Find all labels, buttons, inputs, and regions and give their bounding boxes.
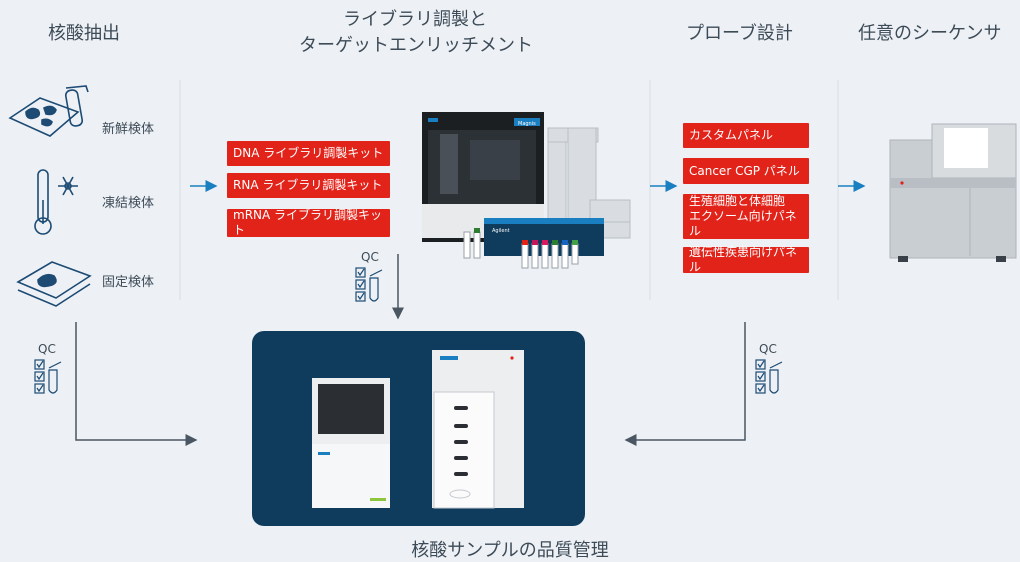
panel-custom: カスタムパネル (683, 123, 809, 148)
qc-checklist-icon-extraction (34, 359, 62, 394)
kit-dna: DNA ライブラリ調製キット (227, 141, 390, 166)
fragment-analyzer-image (432, 350, 524, 509)
reagent-kit-boxes-image: Agilent (463, 218, 604, 269)
sequencer-image (889, 123, 1017, 262)
kit-mrna: mRNA ライブラリ調製キット (227, 208, 390, 237)
heading-library-line1: ライブラリ調製と (343, 9, 487, 30)
heading-library-line2: ターゲットエンリッチメント (299, 35, 533, 56)
column-dividers (179, 80, 839, 300)
tapestation-analyzer-image (312, 378, 390, 508)
heading-sequencer: 任意のシーケンサ (858, 23, 1002, 44)
kit-brand-text: Agilent (492, 228, 510, 234)
library-workstation-image: Magnis (422, 112, 544, 242)
kit-rna: RNA ライブラリ調製キット (227, 173, 390, 198)
qc-arrow-probe (624, 322, 746, 446)
tissue-dish-icon (8, 85, 89, 137)
workstation-brand-text: Magnis (518, 121, 536, 127)
qc-checklist-icon-library (355, 267, 383, 302)
panel-hereditary: 遺伝性疾患向けパネル (683, 245, 809, 274)
fixed-slide-icon (16, 261, 92, 307)
heading-extraction: 核酸抽出 (48, 23, 120, 44)
qc-label-probe: QC (759, 342, 777, 356)
qc-checklist-icon-probe (755, 359, 783, 394)
qc-label-extraction: QC (38, 342, 56, 356)
qc-label-library: QC (361, 250, 379, 264)
qc-arrow-extraction (75, 322, 198, 446)
thermometer-snowflake-icon (34, 169, 78, 235)
panel-cancer-cgp: Cancer CGP パネル (683, 158, 809, 184)
bottom-label: 核酸サンプルの品質管理 (411, 540, 609, 561)
qc-instrument-panel (252, 331, 585, 526)
sample-label-fixed: 固定検体 (102, 275, 155, 290)
sample-label-frozen: 凍結検体 (102, 196, 155, 211)
liquid-handler-image (547, 127, 631, 239)
heading-probe: プローブ設計 (686, 23, 793, 44)
panel-exome: 生殖細胞と体細胞 エクソーム向けパネル (683, 194, 809, 239)
sample-label-fresh: 新鮮検体 (102, 122, 155, 137)
